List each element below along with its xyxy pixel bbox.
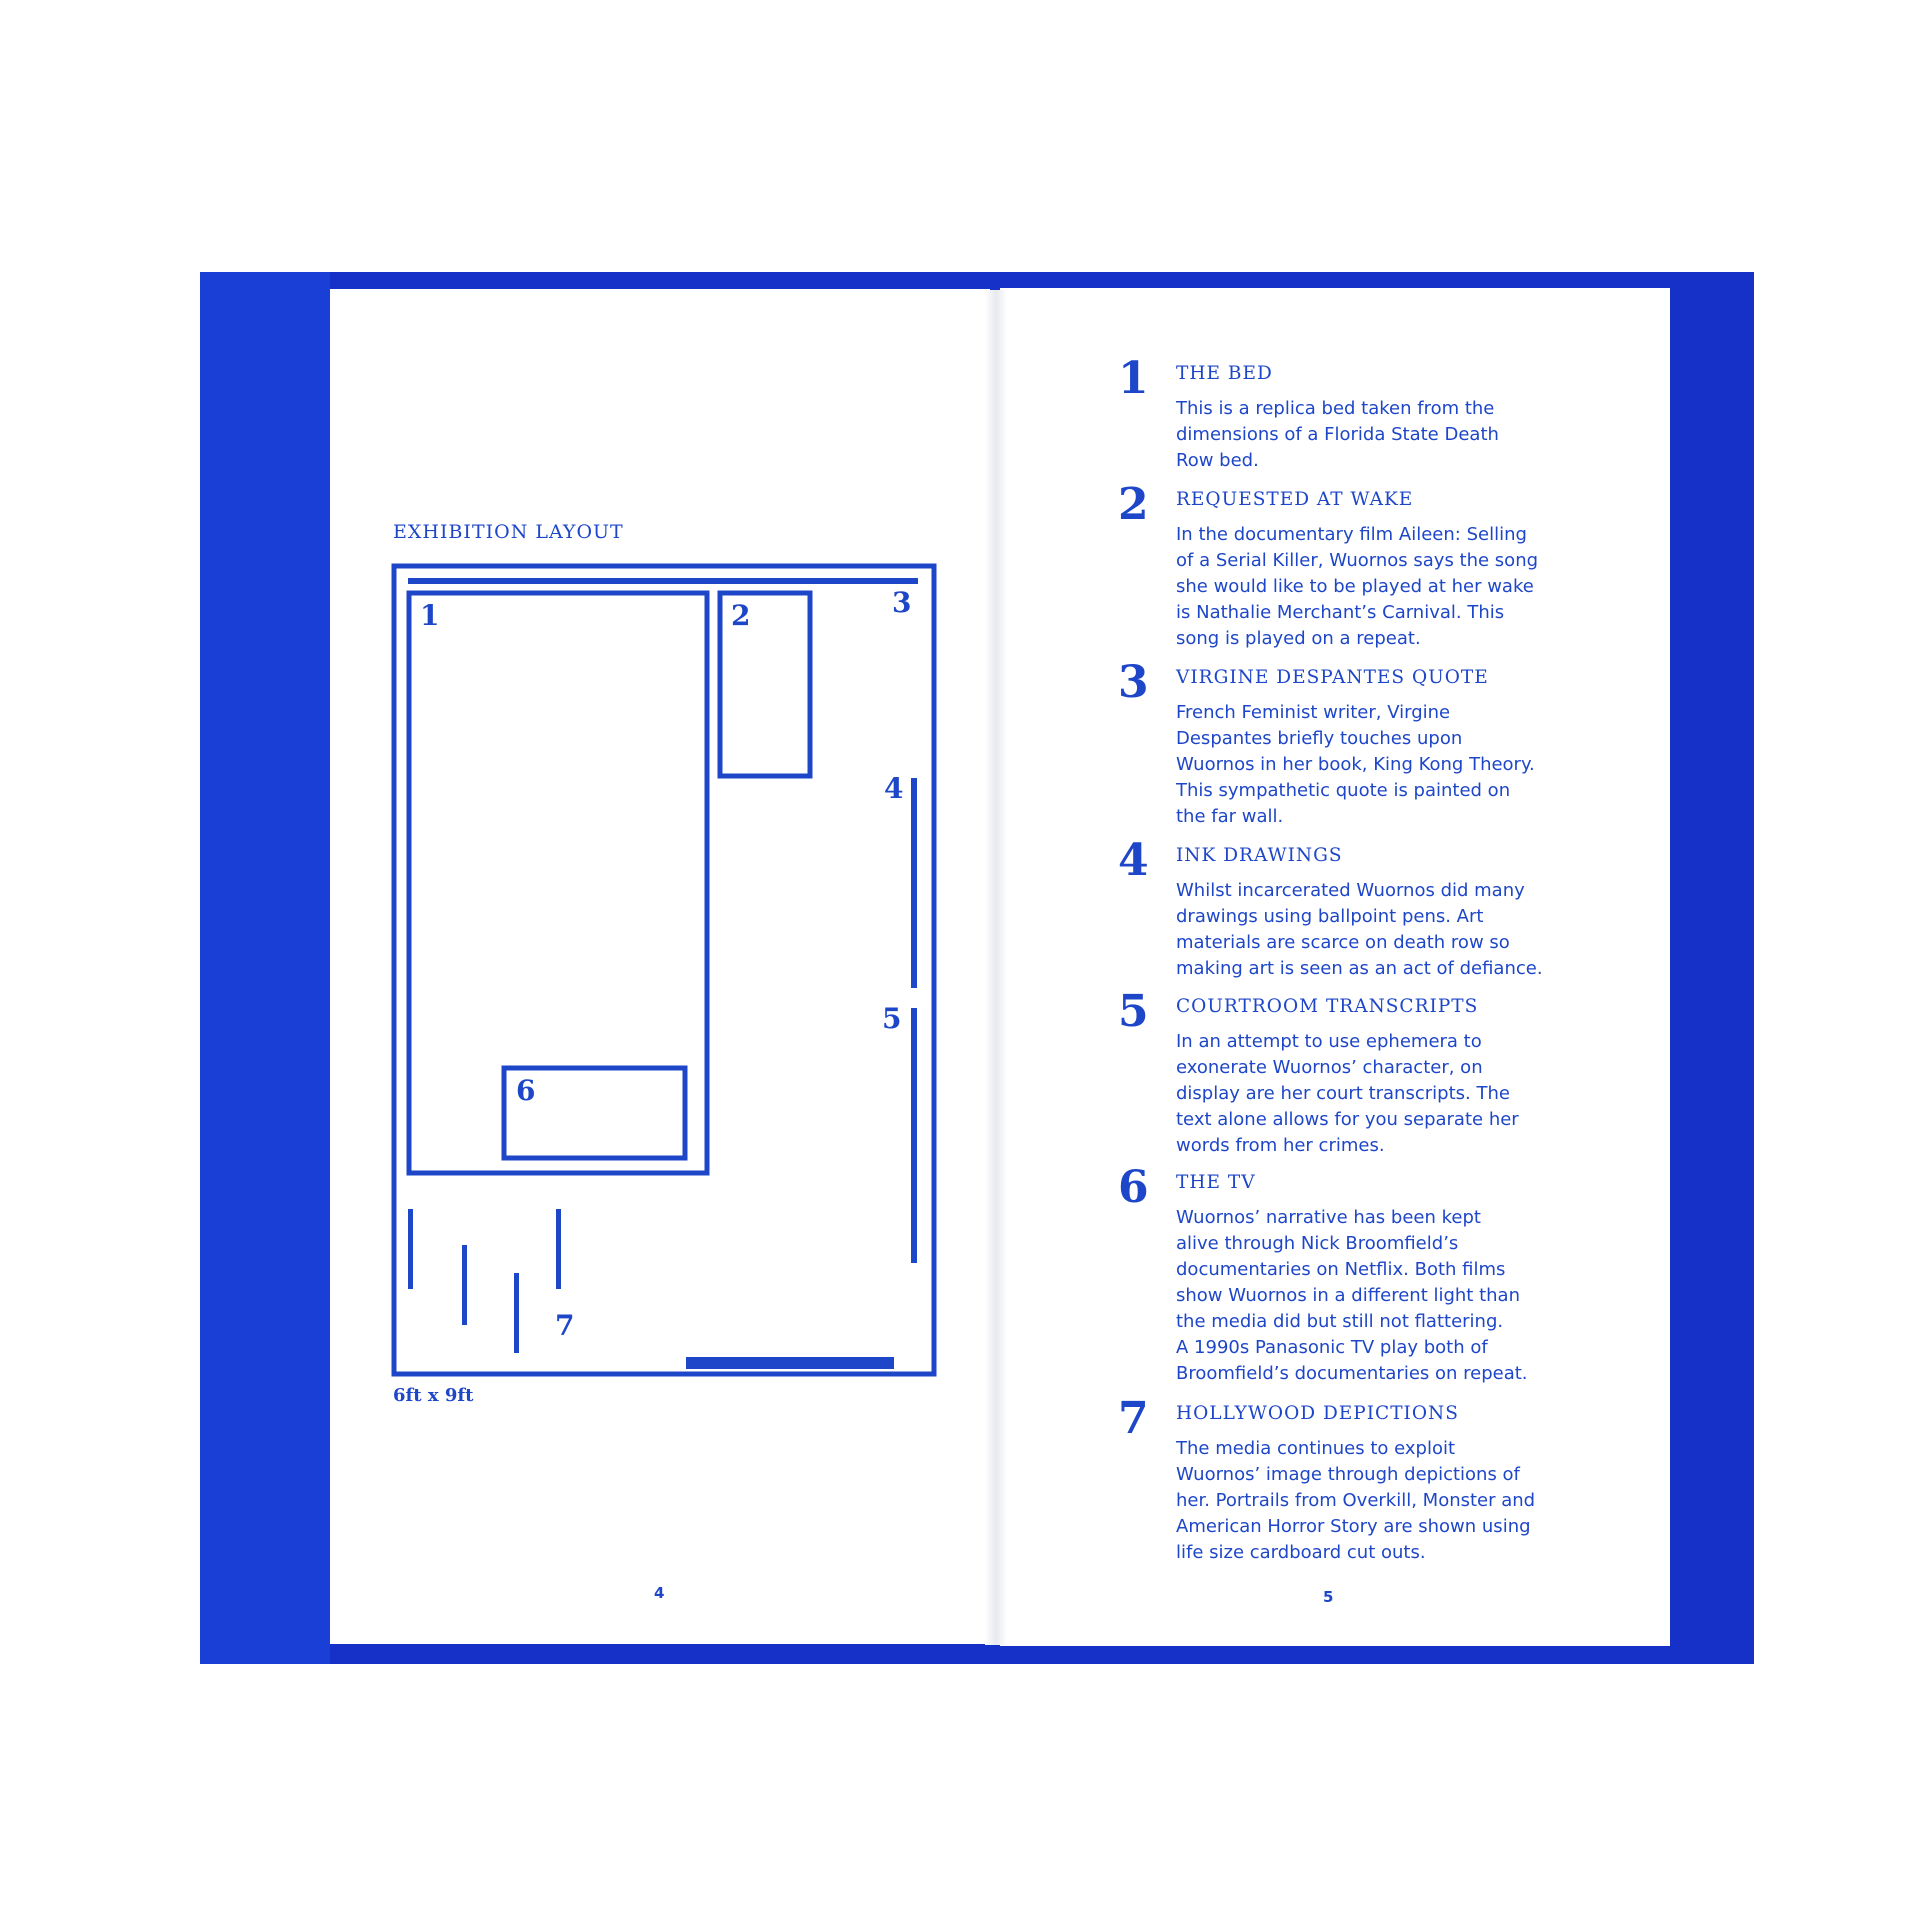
spine [985, 290, 1007, 1645]
body-line: This is a replica bed taken from the [1176, 398, 1495, 419]
body-line: display are her court transcripts. The [1176, 1083, 1510, 1104]
body-line: A 1990s Panasonic TV play both of [1176, 1337, 1488, 1358]
entry-2: 2 REQUESTED AT WAKE In the documentary f… [1118, 483, 1621, 652]
cutout-bar-d [556, 1209, 561, 1289]
body-line: Wuornos’ narrative has been kept [1176, 1207, 1481, 1228]
plan-label-7: 7 [555, 1309, 574, 1342]
entry-number: 2 [1118, 479, 1149, 530]
entry-5: 5 COURTROOM TRANSCRIPTS In an attempt to… [1118, 990, 1621, 1159]
body-line: French Feminist writer, Virgine [1176, 702, 1451, 723]
plan-label-3: 3 [892, 586, 911, 619]
body-line: American Horror Story are shown using [1176, 1516, 1531, 1537]
body-line: exonerate Wuornos’ character, on [1176, 1057, 1483, 1078]
right-page [1000, 288, 1670, 1646]
body-line: life size cardboard cut outs. [1176, 1542, 1426, 1563]
body-line: making art is seen as an act of defiance… [1176, 958, 1543, 979]
entry-number: 7 [1118, 1393, 1149, 1444]
entry-body: Wuornos’ narrative has been kept alive t… [1176, 1205, 1621, 1387]
entry-1: 1 THE BED This is a replica bed taken fr… [1118, 357, 1621, 474]
far-wall-bar [408, 578, 918, 584]
cover-edge [200, 272, 330, 1664]
entry-3: 3 VIRGINE DESPANTES QUOTE French Feminis… [1118, 661, 1621, 830]
bed-area [406, 590, 710, 1176]
body-line: her. Portrails from Overkill, Monster an… [1176, 1490, 1536, 1511]
entry-number: 3 [1118, 657, 1149, 708]
wall-4-bar [911, 778, 917, 988]
left-page [330, 289, 990, 1644]
body-line: of a Serial Killer, Wuornos says the son… [1176, 550, 1539, 571]
body-line: Wuornos’ image through depictions of [1176, 1464, 1520, 1485]
body-line: The media continues to exploit [1176, 1438, 1456, 1459]
body-line: This sympathetic quote is painted on [1176, 780, 1511, 801]
entry-title: COURTROOM TRANSCRIPTS [1176, 996, 1479, 1017]
tv-box [501, 1065, 688, 1161]
body-line: the far wall. [1176, 806, 1284, 827]
entry-4: 4 INK DRAWINGS Whilst incarcerated Wuorn… [1118, 839, 1621, 982]
entry-7: 7 HOLLYWOOD DEPICTIONS The media continu… [1118, 1397, 1621, 1566]
body-line: materials are scarce on death row so [1176, 932, 1510, 953]
body-line: text alone allows for you separate her [1176, 1109, 1519, 1130]
entry-body: In the documentary film Aileen: Selling … [1176, 522, 1621, 652]
entry-number: 6 [1118, 1162, 1149, 1213]
entry-title: VIRGINE DESPANTES QUOTE [1176, 667, 1489, 688]
page-number-right: 5 [1323, 1588, 1334, 1606]
entry-number: 1 [1118, 353, 1149, 404]
entry-number: 5 [1118, 986, 1149, 1037]
plan-label-1: 1 [420, 599, 439, 632]
body-line: Row bed. [1176, 450, 1259, 471]
body-line: Broomfield’s documentaries on repeat. [1176, 1363, 1528, 1384]
body-line: Despantes briefly touches upon [1176, 728, 1463, 749]
entry-6: 6 THE TV Wuornos’ narrative has been kep… [1118, 1166, 1621, 1387]
entry-body: French Feminist writer, Virgine Despante… [1176, 700, 1621, 830]
plan-label-5: 5 [882, 1002, 901, 1035]
layout-heading: EXHIBITION LAYOUT [393, 521, 624, 543]
cutout-bar-c [514, 1273, 519, 1353]
body-line: song is played on a repeat. [1176, 628, 1421, 649]
entry-body: In an attempt to use ephemera to exonera… [1176, 1029, 1621, 1159]
entrance-bar [686, 1357, 894, 1369]
cutout-bar-a [408, 1209, 413, 1289]
room-outline [391, 563, 937, 1377]
plan-label-6: 6 [516, 1074, 535, 1107]
body-line: alive through Nick Broomfield’s [1176, 1233, 1459, 1254]
body-line: words from her crimes. [1176, 1135, 1385, 1156]
body-line: In an attempt to use ephemera to [1176, 1031, 1482, 1052]
body-line: drawings using ballpoint pens. Art [1176, 906, 1484, 927]
entry-body: Whilst incarcerated Wuornos did many dra… [1176, 878, 1621, 982]
entry-title: INK DRAWINGS [1176, 845, 1343, 866]
entry-number: 4 [1118, 835, 1149, 886]
entry-body: The media continues to exploit Wuornos’ … [1176, 1436, 1621, 1566]
entry-title: HOLLYWOOD DEPICTIONS [1176, 1403, 1459, 1424]
body-line: the media did but still not flattering. [1176, 1311, 1504, 1332]
body-line: In the documentary film Aileen: Selling [1176, 524, 1527, 545]
plan-label-2: 2 [731, 599, 750, 632]
entry-title: REQUESTED AT WAKE [1176, 489, 1414, 510]
exhibit-2-box [717, 590, 813, 779]
body-line: is Nathalie Merchant’s Carnival. This [1176, 602, 1505, 623]
body-line: documentaries on Netflix. Both films [1176, 1259, 1506, 1280]
entry-title: THE TV [1176, 1172, 1256, 1193]
body-line: dimensions of a Florida State Death [1176, 424, 1499, 445]
room-dimensions: 6ft x 9ft [393, 1385, 474, 1406]
body-line: show Wuornos in a different light than [1176, 1285, 1520, 1306]
body-line: Wuornos in her book, King Kong Theory. [1176, 754, 1535, 775]
page-number-left: 4 [654, 1584, 665, 1602]
body-line: she would like to be played at her wake [1176, 576, 1534, 597]
floorplan-diagram: 1 2 3 4 5 6 7 [391, 563, 937, 1377]
plan-label-4: 4 [884, 772, 903, 805]
entry-body: This is a replica bed taken from the dim… [1176, 396, 1621, 474]
cutout-bar-b [462, 1245, 467, 1325]
entry-title: THE BED [1176, 363, 1273, 384]
body-line: Whilst incarcerated Wuornos did many [1176, 880, 1525, 901]
wall-5-bar [911, 1008, 917, 1263]
